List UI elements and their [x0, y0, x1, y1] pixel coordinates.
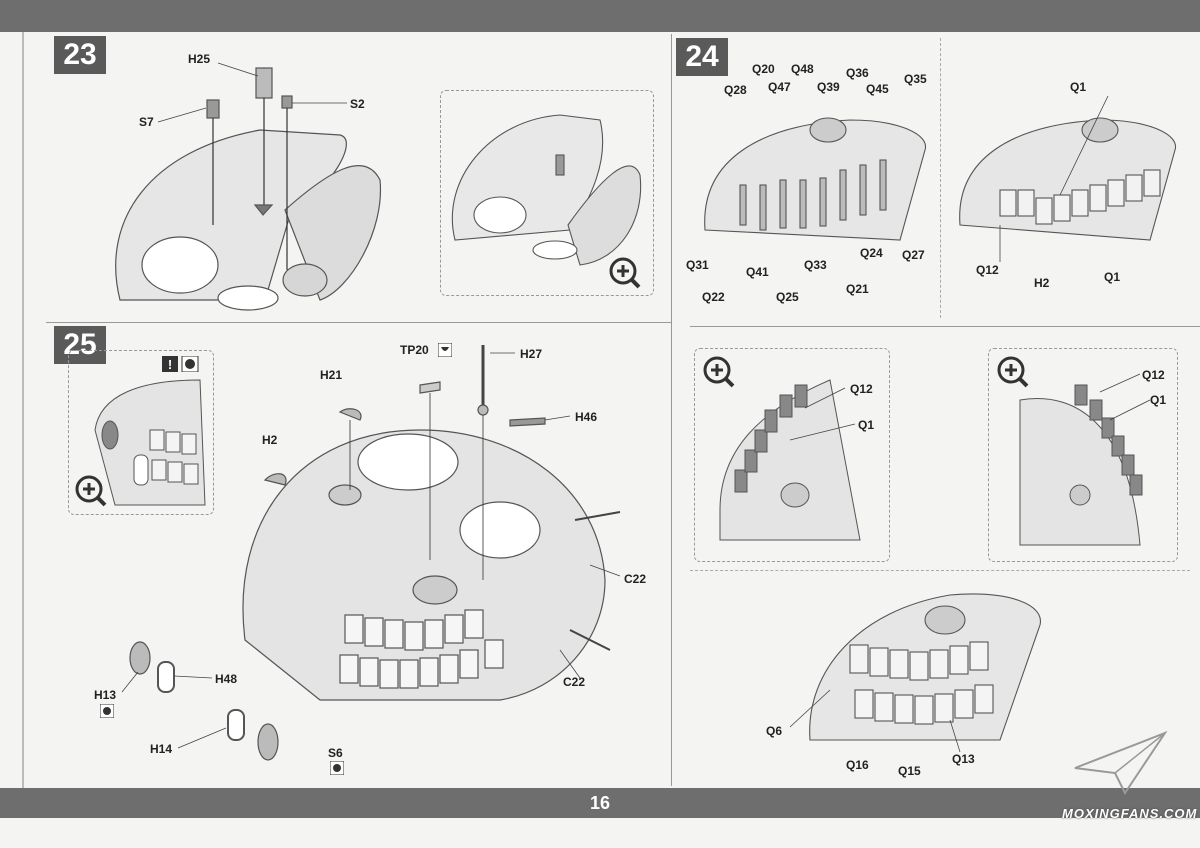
label-q15: Q15	[898, 764, 921, 778]
step-25-inset-turret	[94, 379, 206, 506]
label-q22: Q22	[702, 290, 725, 304]
label-h2: H2	[262, 433, 278, 447]
divider-vertical	[671, 34, 672, 786]
label-q12-inset-right: Q12	[1142, 368, 1165, 382]
label-q12-right: Q12	[976, 263, 999, 277]
label-s6: S6	[328, 746, 343, 760]
label-q47: Q47	[768, 80, 791, 94]
label-q16: Q16	[846, 758, 869, 772]
label-h25: H25	[188, 52, 211, 66]
zoom-icon	[997, 356, 1029, 388]
label-h48: H48	[215, 672, 238, 686]
exclamation-icon: !	[162, 356, 199, 372]
bottom-bar	[0, 788, 1200, 818]
divider-dashed-right	[690, 570, 1190, 571]
step-24-inset-left	[719, 379, 861, 541]
label-q33: Q33	[804, 258, 827, 272]
watermark: MOXINGFANS.COM	[1062, 806, 1198, 821]
label-q31: Q31	[686, 258, 709, 272]
glue-icon	[330, 761, 344, 775]
step-23-detail-inset	[440, 90, 654, 296]
label-q27: Q27	[902, 248, 925, 262]
step-24-inset-right-frame	[988, 348, 1178, 562]
label-q1-bottom: Q1	[1104, 270, 1121, 284]
label-q25: Q25	[776, 290, 799, 304]
step-24-bottom-turret	[809, 593, 1041, 741]
label-h13: H13	[94, 688, 117, 702]
zoom-icon	[703, 356, 735, 388]
step-25-turret	[129, 345, 621, 761]
divider-vertical-step24	[940, 38, 941, 318]
label-q20: Q20	[752, 62, 775, 76]
label-h21: H21	[320, 368, 343, 382]
label-q45: Q45	[866, 82, 889, 96]
label-q24: Q24	[860, 246, 883, 260]
label-c22-top: C22	[624, 572, 647, 586]
label-q13: Q13	[952, 752, 975, 766]
page-edge	[22, 32, 24, 788]
label-q41: Q41	[746, 265, 769, 279]
divider-horizontal-right	[690, 326, 1200, 327]
step-23-badge: 23	[54, 36, 106, 74]
top-bar	[0, 0, 1200, 32]
page-number: 16	[589, 793, 611, 813]
paper-plane-logo-icon	[1074, 730, 1168, 795]
step-24-inset-right	[1019, 384, 1143, 546]
label-s7: S7	[139, 115, 154, 129]
step-25-detail-inset	[68, 350, 214, 515]
label-q6: Q6	[766, 724, 783, 738]
label-q1-inset-left: Q1	[858, 418, 875, 432]
leader-lines	[121, 62, 1151, 753]
label-tp20: TP20	[400, 343, 429, 357]
label-q21: Q21	[846, 282, 869, 296]
svg-text:!: !	[168, 357, 172, 372]
divider-horizontal	[46, 322, 671, 323]
step-23-inset-turret	[451, 114, 642, 266]
label-q35: Q35	[904, 72, 927, 86]
label-c22-bottom: C22	[563, 675, 586, 689]
label-q39: Q39	[817, 80, 840, 94]
label-h46: H46	[575, 410, 598, 424]
step-24-badge: 24	[676, 38, 728, 76]
step-24-inset-left-frame	[694, 348, 890, 562]
glue-icon	[438, 343, 452, 357]
zoom-icon	[609, 257, 641, 289]
label-h27: H27	[520, 347, 543, 361]
step-24-turret-left	[704, 117, 927, 241]
label-q48: Q48	[791, 62, 814, 76]
glue-icon	[100, 704, 114, 718]
label-q1-top: Q1	[1070, 80, 1087, 94]
label-q12-inset-left: Q12	[850, 382, 873, 396]
label-h2-step24: H2	[1034, 276, 1050, 290]
label-q1-inset-right: Q1	[1150, 393, 1167, 407]
label-h14: H14	[150, 742, 173, 756]
label-q36: Q36	[846, 66, 869, 80]
zoom-icon	[75, 475, 107, 507]
step-23-turret	[115, 67, 382, 311]
label-s2: S2	[350, 97, 365, 111]
label-q28: Q28	[724, 83, 747, 97]
